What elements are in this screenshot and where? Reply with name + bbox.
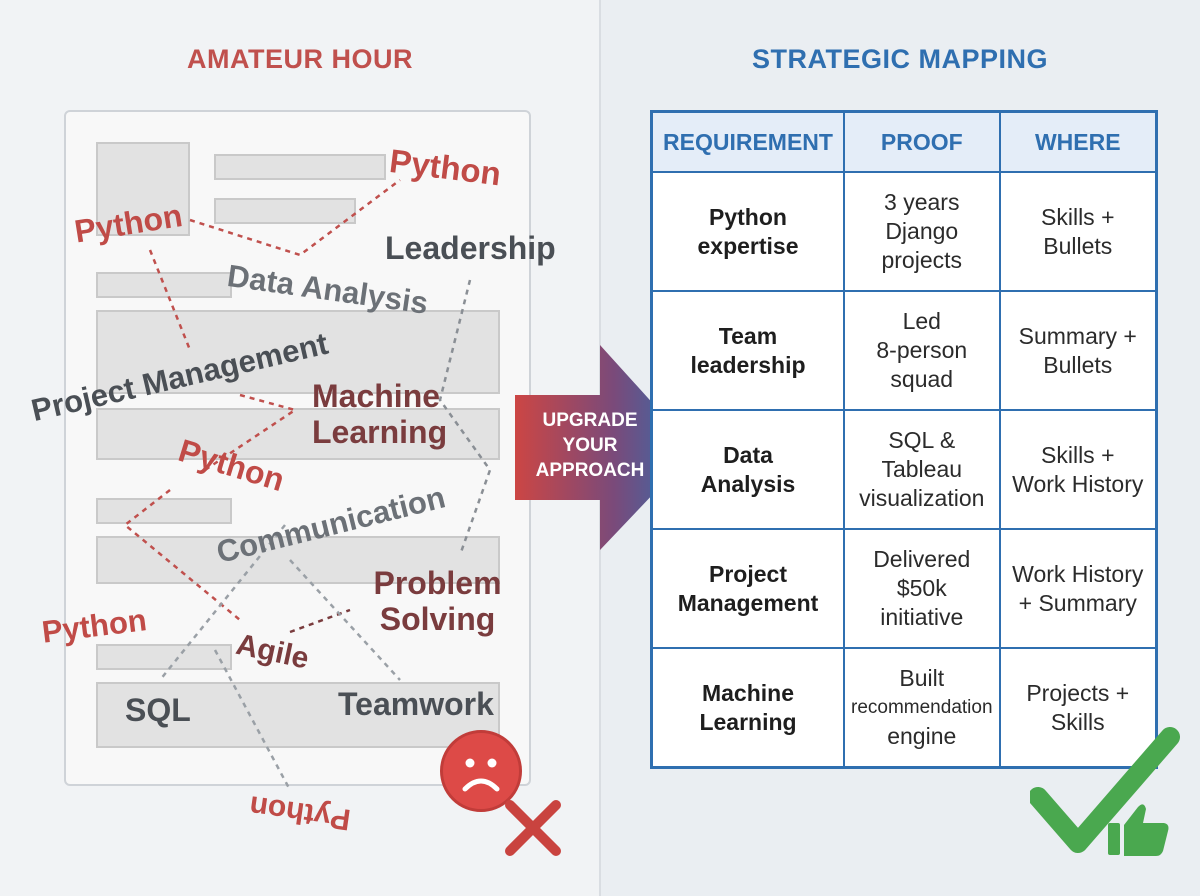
- column-header-requirement: REQUIREMENT: [650, 110, 845, 173]
- content-block-placeholder: [96, 682, 500, 748]
- cell-line: $50k: [896, 575, 947, 601]
- table-header-row: REQUIREMENT PROOF WHERE: [650, 110, 1158, 173]
- text-line-placeholder: [214, 198, 356, 224]
- where-cell: Summary +Bullets: [998, 290, 1158, 411]
- proof-cell: SQL & Tableau visualization: [843, 409, 1001, 530]
- cell-line: visualization: [859, 485, 985, 511]
- cell-line: Skills +: [1041, 203, 1115, 230]
- column-header-proof: PROOF: [843, 110, 1001, 173]
- upgrade-arrow-label: UPGRADE YOUR APPROACH: [520, 408, 660, 483]
- sad-face-icon: [440, 730, 522, 812]
- cell-line: projects: [881, 247, 963, 273]
- cell-line: Bullets: [1043, 351, 1113, 378]
- cell-line: Work History: [1012, 560, 1144, 587]
- arrow-label-line: YOUR: [562, 435, 618, 456]
- cell-line: Python: [709, 203, 787, 230]
- upgrade-arrow-icon: [515, 345, 695, 550]
- cell-line: expertise: [697, 232, 799, 259]
- text-line-placeholder: [214, 154, 386, 180]
- cell-line: Bullets: [1043, 232, 1113, 259]
- keyword-machine-learning: Machine Learning: [312, 378, 448, 450]
- check-mark-icon: [1030, 727, 1180, 856]
- cell-line: Projects +: [1026, 679, 1130, 706]
- keyword-teamwork: Teamwork: [338, 686, 494, 722]
- cell-line: Tableau: [881, 456, 963, 482]
- where-cell: Skills +Bullets: [998, 171, 1158, 292]
- amateur-resume: [64, 110, 531, 786]
- keyword-problem-solving: Problem Solving: [373, 565, 502, 637]
- content-block-placeholder: [96, 408, 500, 460]
- cell-line: Management: [677, 589, 819, 616]
- where-cell: Skills +Work History: [998, 409, 1158, 530]
- cell-line: Learning: [699, 708, 797, 735]
- cell-line: Analysis: [700, 470, 796, 497]
- cell-line: Team: [718, 322, 778, 349]
- cell-line: 3 years: [884, 189, 960, 215]
- proof-cell: Built recommendation engine: [843, 647, 1001, 769]
- connector-line: [213, 649, 292, 791]
- connector-line: [189, 179, 401, 257]
- cell-line: recommendation: [851, 697, 993, 718]
- dotted-connectors: [123, 179, 492, 791]
- keyword-sql: SQL: [125, 692, 191, 728]
- thumbs-up-icon: [1108, 804, 1169, 856]
- text-line-placeholder: [96, 272, 232, 298]
- text-line-placeholder: [96, 644, 232, 670]
- cell-line: + Summary: [1018, 589, 1137, 616]
- cell-line: leadership: [690, 351, 806, 378]
- x-icon: [505, 800, 561, 856]
- cell-line: Built: [899, 665, 945, 691]
- cell-line: Project: [709, 560, 787, 587]
- cell-line: Skills: [1050, 708, 1105, 735]
- cell-line: Machine: [701, 679, 795, 706]
- keyword-leadership: Leadership: [385, 230, 556, 266]
- where-cell: Work History+ Summary: [998, 528, 1158, 649]
- connector-line: [159, 524, 286, 681]
- cell-line: Django: [885, 218, 959, 244]
- photo-placeholder: [96, 142, 190, 236]
- cell-line: Led: [902, 308, 941, 334]
- cell-line: initiative: [880, 604, 964, 630]
- cell-line: Skills +: [1041, 441, 1115, 468]
- connector-line: [289, 559, 401, 681]
- cell-line: Delivered: [873, 546, 971, 572]
- arrow-label-line: UPGRADE: [542, 410, 638, 431]
- amateur-heading: AMATEUR HOUR: [187, 44, 413, 74]
- connector-line: [438, 279, 492, 556]
- content-block-placeholder: [96, 310, 500, 394]
- content-block-placeholder: [96, 536, 500, 584]
- text-line-placeholder: [96, 498, 232, 524]
- cell-line: Work History: [1012, 470, 1144, 497]
- proof-cell: Delivered $50k initiative: [843, 528, 1001, 649]
- where-cell: Projects +Skills: [998, 647, 1158, 769]
- cell-line: 8-person: [876, 337, 968, 363]
- cell-line: Data: [723, 441, 773, 468]
- connector-line: [148, 249, 192, 351]
- cell-line: squad: [890, 366, 954, 392]
- proof-cell: Led 8-person squad: [843, 290, 1001, 411]
- cell-line: Summary +: [1018, 322, 1137, 349]
- strategic-heading: STRATEGIC MAPPING: [751, 44, 1048, 74]
- column-header-where: WHERE: [998, 110, 1158, 173]
- cell-line: SQL &: [888, 427, 956, 453]
- cell-line: engine: [887, 723, 957, 749]
- connector-line: [289, 608, 351, 634]
- arrow-label-line: APPROACH: [535, 460, 645, 481]
